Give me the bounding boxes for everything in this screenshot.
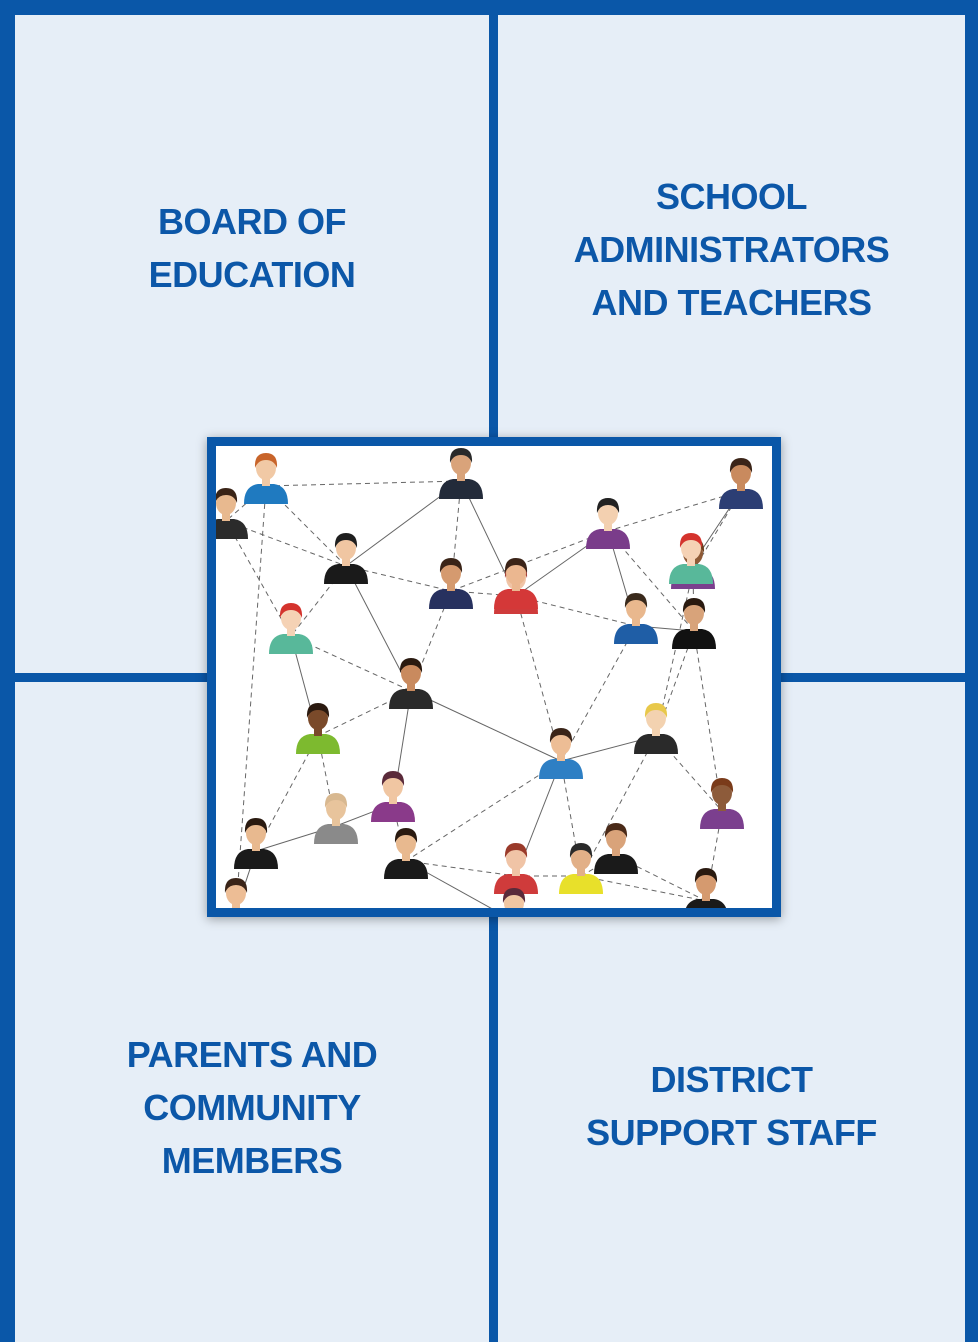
connection-line <box>655 570 694 737</box>
person-avatar-icon <box>384 828 428 879</box>
connection-line <box>405 860 517 877</box>
title-line: ADMINISTRATORS <box>573 229 890 270</box>
board-of-education-title: BOARD OF EDUCATION <box>15 195 489 301</box>
title-line: PARENTS AND <box>126 1034 378 1075</box>
connection-line <box>290 565 347 637</box>
connection-line <box>560 625 637 762</box>
title-line: AND TEACHERS <box>591 282 872 323</box>
title-line: SUPPORT STAFF <box>586 1112 877 1153</box>
connection-line <box>515 595 562 762</box>
connection-line <box>693 630 723 812</box>
person-avatar-icon <box>494 558 538 609</box>
connection-lines <box>225 480 742 908</box>
person-avatar-icon <box>502 888 526 908</box>
title-line: SCHOOL <box>655 176 808 217</box>
person-avatar-icon <box>586 498 630 549</box>
connection-line <box>560 760 582 877</box>
person-avatar-icon <box>269 603 313 654</box>
person-avatar-icon <box>634 703 678 754</box>
person-avatar-icon <box>685 868 727 908</box>
person-avatar-icon <box>389 658 433 709</box>
person-avatar-icon <box>429 558 473 609</box>
person-avatar-icon <box>719 458 763 509</box>
person-avatar-icon <box>224 878 248 908</box>
person-avatar-icon <box>539 728 583 779</box>
person-avatar-icon <box>669 533 713 584</box>
title-line: COMMUNITY <box>143 1087 361 1128</box>
person-avatar-icon <box>371 771 415 822</box>
connection-line <box>692 490 742 572</box>
connection-line <box>655 735 723 812</box>
parents-community-title: PARENTS AND COMMUNITY MEMBERS <box>15 1028 489 1187</box>
person-avatar-icon <box>216 488 248 539</box>
people-avatars <box>216 448 763 908</box>
person-avatar-icon <box>324 533 368 584</box>
person-avatar-icon <box>439 448 483 499</box>
connection-line <box>580 875 707 902</box>
person-avatar-icon <box>296 703 340 754</box>
title-line: EDUCATION <box>148 254 356 295</box>
person-avatar-icon <box>700 778 744 829</box>
connection-line <box>450 530 609 592</box>
person-avatar-icon <box>244 453 288 504</box>
person-avatar-icon <box>494 843 538 894</box>
school-administrators-title: SCHOOL ADMINISTRATORS AND TEACHERS <box>498 170 965 329</box>
connection-line <box>235 485 267 908</box>
person-avatar-icon <box>234 818 278 869</box>
district-support-staff-title: DISTRICT SUPPORT STAFF <box>498 1053 965 1159</box>
person-avatar-icon <box>594 823 638 874</box>
connection-line <box>265 480 462 487</box>
title-line: BOARD OF <box>158 201 347 242</box>
title-line: DISTRICT <box>650 1059 814 1100</box>
person-avatar-icon <box>559 843 603 894</box>
person-avatar-icon <box>614 593 658 644</box>
person-avatar-icon <box>314 793 358 844</box>
people-network-image-frame <box>207 437 781 917</box>
connection-line <box>405 760 562 862</box>
connection-line <box>410 690 562 762</box>
people-network-icon <box>216 446 772 908</box>
title-line: MEMBERS <box>161 1140 343 1181</box>
person-avatar-icon <box>672 598 716 649</box>
connection-line <box>255 735 319 852</box>
